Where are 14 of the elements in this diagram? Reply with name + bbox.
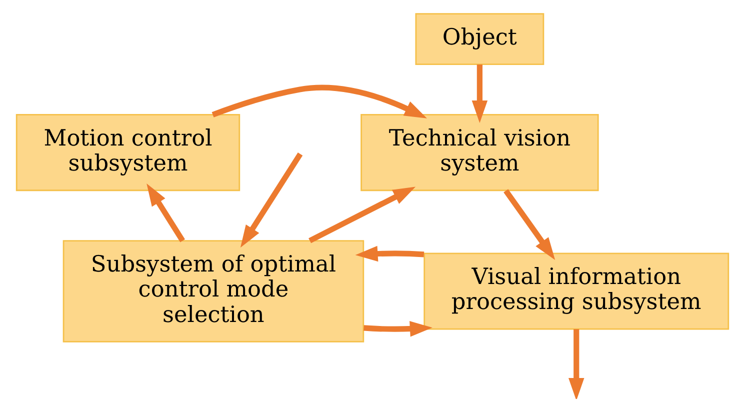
arrow <box>354 246 424 262</box>
arrow <box>471 64 488 124</box>
arrow <box>503 189 555 260</box>
node-box: Motion control subsystem <box>15 114 240 192</box>
node-box: Visual information processing subsystem <box>423 252 729 330</box>
arrow <box>568 329 584 399</box>
arrow <box>308 186 416 244</box>
arrow <box>211 84 426 118</box>
arrow <box>146 184 184 242</box>
arrow <box>363 321 432 337</box>
arrow <box>240 152 302 248</box>
node-box: Technical vision system <box>360 114 598 192</box>
node-box: Subsystem of optimal control mode selection <box>62 240 364 342</box>
node-box: Object <box>414 13 544 65</box>
